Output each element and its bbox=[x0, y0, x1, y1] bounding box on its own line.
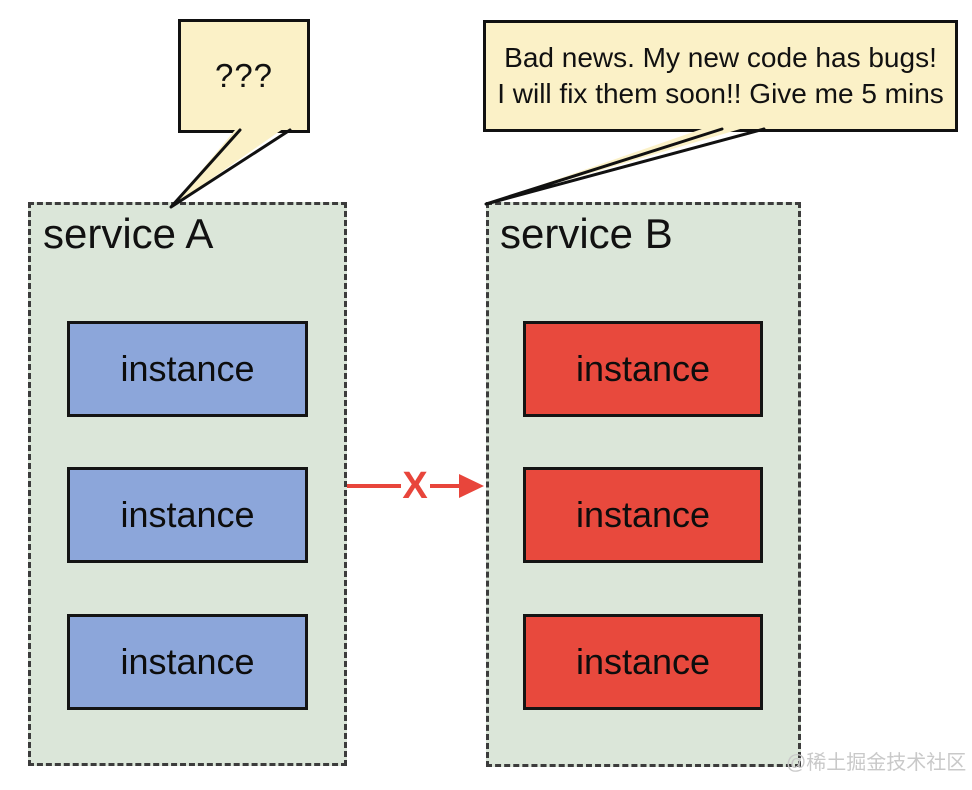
question-bubble-tail-icon bbox=[169, 124, 292, 209]
announcement-speech-bubble: Bad news. My new code has bugs! I will f… bbox=[483, 20, 958, 132]
service-a-instance: instance bbox=[67, 467, 308, 563]
connection-x-label: X bbox=[402, 464, 428, 507]
arrowhead-icon bbox=[459, 474, 484, 498]
question-bubble-text: ??? bbox=[214, 57, 274, 94]
service-a-instance: instance bbox=[67, 614, 308, 710]
service-b-instance: instance bbox=[523, 614, 763, 710]
announcement-bubble-line: Bad news. My new code has bugs! bbox=[504, 42, 937, 73]
service-b-instance: instance bbox=[523, 467, 763, 563]
question-speech-bubble: ??? bbox=[178, 19, 310, 133]
announcement-bubble-line: I will fix them soon!! Give me 5 mins bbox=[497, 78, 944, 109]
service-b-title: service B bbox=[500, 210, 673, 257]
service-a-title: service A bbox=[43, 210, 214, 257]
announcement-bubble-tail-icon bbox=[484, 122, 766, 206]
service-b-instance: instance bbox=[523, 321, 763, 417]
service-a-instance: instance bbox=[67, 321, 308, 417]
watermark-text: @稀土掘金技术社区 bbox=[786, 752, 967, 774]
